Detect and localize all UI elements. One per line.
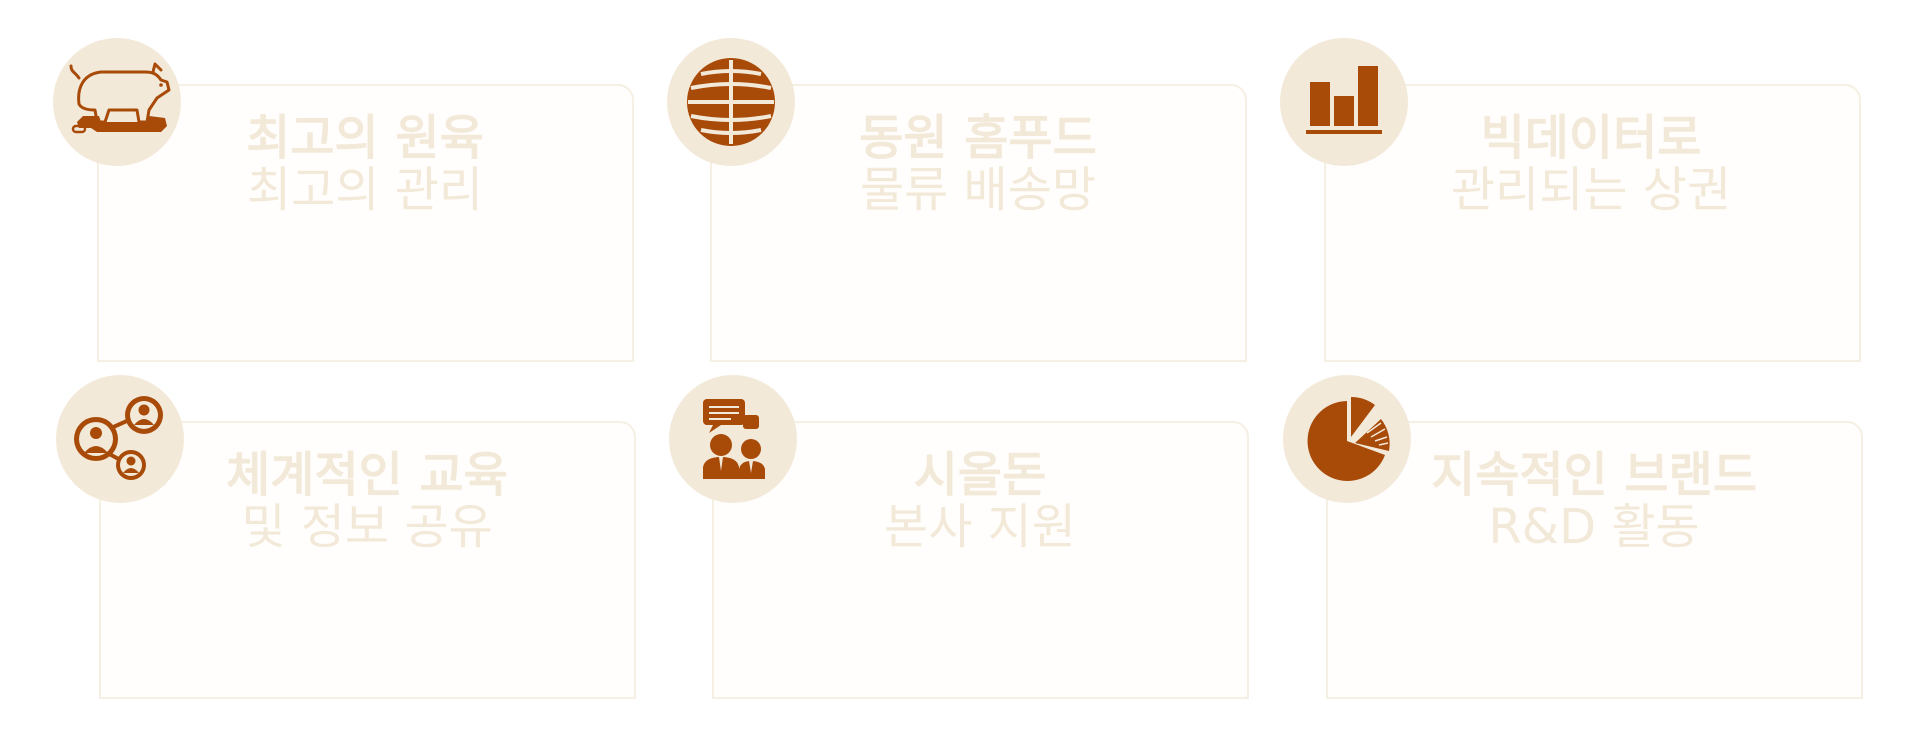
card-title-4: 체계적인 교육 bbox=[226, 447, 508, 503]
card-subtitle-5: 본사 지원 bbox=[884, 499, 1076, 555]
card-title-2: 동원 홈푸드 bbox=[859, 110, 1097, 166]
card-subtitle-1: 최고의 관리 bbox=[246, 162, 484, 218]
card-title-1: 최고의 원육 bbox=[246, 110, 484, 166]
feature-badge-4 bbox=[56, 375, 184, 503]
conversation-icon bbox=[703, 399, 765, 479]
feature-card-5 bbox=[712, 421, 1249, 699]
card-title-6: 지속적인 브랜드 bbox=[1431, 447, 1757, 503]
card-title-5: 시올돈 bbox=[913, 447, 1047, 503]
globe-icon bbox=[687, 58, 775, 146]
feature-card-4 bbox=[99, 421, 636, 699]
card-subtitle-6: R&D 활동 bbox=[1488, 499, 1700, 555]
pig-icon bbox=[69, 62, 171, 134]
feature-badge-5 bbox=[669, 375, 797, 503]
pie-chart-icon bbox=[1307, 397, 1390, 481]
card-subtitle-4: 및 정보 공유 bbox=[241, 499, 493, 555]
card-subtitle-3: 관리되는 상권 bbox=[1450, 162, 1732, 218]
feature-badge-3 bbox=[1280, 38, 1408, 166]
feature-badge-6 bbox=[1283, 375, 1411, 503]
feature-card-1 bbox=[97, 84, 634, 362]
feature-card-6 bbox=[1326, 421, 1863, 699]
people-network-icon bbox=[74, 396, 163, 480]
feature-badge-2 bbox=[667, 38, 795, 166]
card-subtitle-2: 물류 배송망 bbox=[859, 162, 1097, 218]
card-title-3: 빅데이터로 bbox=[1480, 110, 1702, 166]
feature-card-2 bbox=[710, 84, 1247, 362]
bar-chart-icon bbox=[1306, 66, 1382, 134]
feature-badge-1 bbox=[53, 38, 181, 166]
feature-card-3 bbox=[1324, 84, 1861, 362]
